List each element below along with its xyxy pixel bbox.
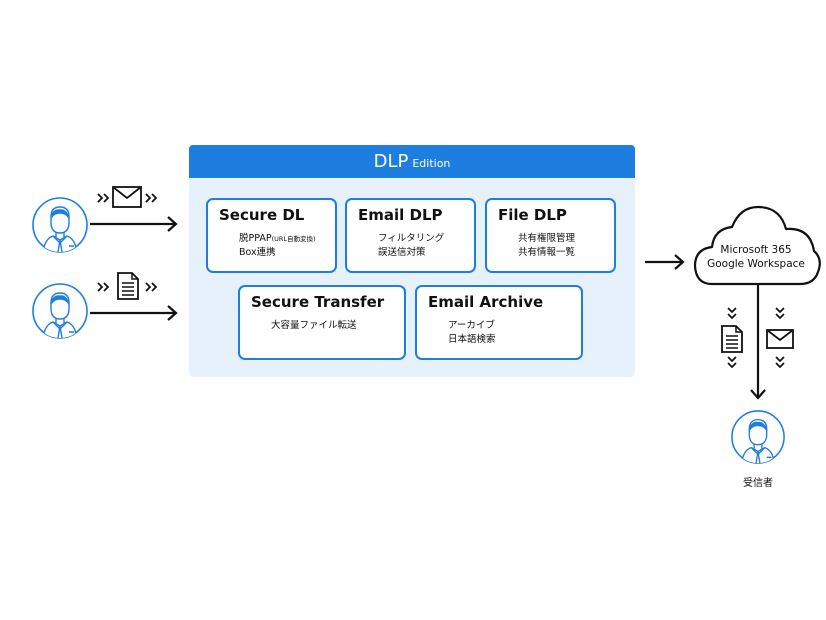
chevrons-icon — [775, 356, 785, 369]
card-line: Box連携 — [239, 247, 276, 258]
chevrons-icon — [97, 193, 110, 203]
recipient-avatar-icon — [731, 410, 785, 464]
recipient-label: 受信者 — [743, 478, 773, 489]
cloud-line-2: Google Workspace — [707, 258, 805, 270]
card-line: 大容量ファイル転送 — [271, 320, 357, 331]
chevrons-icon — [775, 307, 785, 320]
document-icon — [721, 325, 743, 353]
card-line: フィルタリング — [378, 233, 445, 244]
cloud-line-1: Microsoft 365 — [720, 244, 791, 256]
card-line: 共有権限管理 — [518, 233, 576, 244]
card-secure-dl: Secure DL 脱PPAP(URL自動変換) Box連携 — [206, 198, 337, 273]
panel-subtitle: Edition — [412, 157, 451, 170]
sender-2-avatar-icon — [32, 283, 88, 339]
chevrons-icon — [145, 193, 158, 203]
cloud-icon: Microsoft 365 Google Workspace — [693, 205, 821, 286]
card-title: Secure Transfer — [251, 293, 385, 311]
envelope-icon — [112, 186, 142, 208]
arrow-icon — [90, 216, 178, 232]
envelope-icon — [766, 329, 794, 349]
arrow-icon — [90, 305, 178, 321]
card-email-archive: Email Archive アーカイブ 日本語検索 — [415, 285, 583, 360]
chevrons-icon — [727, 356, 737, 369]
card-line: 誤送信対策 — [378, 247, 426, 258]
document-icon — [117, 272, 139, 300]
card-line: アーカイブ — [448, 320, 495, 331]
card-secure-transfer: Secure Transfer 大容量ファイル転送 — [238, 285, 406, 360]
chevrons-icon — [97, 282, 110, 292]
card-line: 脱PPAP(URL自動変換) — [239, 233, 316, 244]
arrow-icon — [645, 254, 685, 270]
panel-title: DLP — [373, 151, 409, 172]
sender-1-avatar-icon — [32, 197, 88, 253]
card-line: 共有情報一覧 — [518, 247, 576, 258]
card-title: Secure DL — [219, 206, 305, 224]
card-email-dlp: Email DLP フィルタリング 誤送信対策 — [345, 198, 476, 273]
arrow-icon — [750, 284, 766, 400]
card-title: Email DLP — [358, 206, 443, 224]
chevrons-icon — [145, 282, 158, 292]
chevrons-icon — [727, 307, 737, 320]
card-file-dlp: File DLP 共有権限管理 共有情報一覧 — [485, 198, 616, 273]
card-line: 日本語検索 — [448, 334, 496, 345]
card-title: Email Archive — [428, 293, 544, 311]
card-title: File DLP — [498, 206, 567, 224]
